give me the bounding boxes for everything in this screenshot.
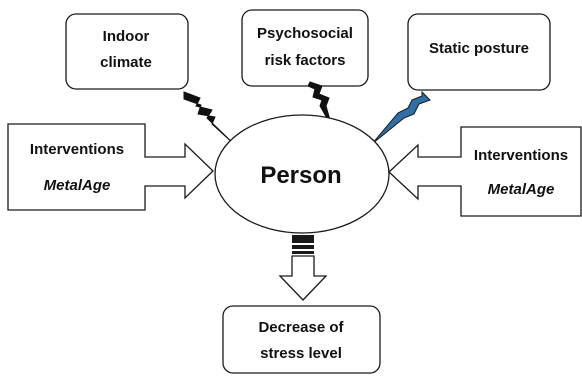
indoor-climate-line2: climate (100, 54, 152, 71)
decrease-stress-node: Decrease of stress level (222, 305, 381, 374)
person-node: Person (214, 114, 390, 234)
lightning-bolt-icon (183, 91, 237, 147)
interventions-left-title: Interventions (30, 141, 124, 158)
psychosocial-node: Psychosocial risk factors (241, 9, 369, 87)
decrease-stress-line2: stress level (260, 345, 342, 362)
interventions-right-name: MetalAge (488, 181, 555, 198)
psychosocial-line1: Psychosocial (257, 25, 353, 42)
decrease-stress-line1: Decrease of (258, 319, 344, 336)
static-posture-node: Static posture (407, 13, 551, 91)
static-posture-label: Static posture (429, 40, 529, 57)
interventions-left-name: MetalAge (44, 177, 111, 194)
interventions-right-title: Interventions (474, 147, 568, 164)
indoor-climate-line1: Indoor (103, 28, 150, 45)
interventions-left-node: Interventions MetalAge (7, 123, 214, 211)
lightning-bolt-icon (371, 90, 431, 145)
indoor-climate-node: Indoor climate (65, 13, 189, 90)
psychosocial-line2: risk factors (265, 52, 346, 69)
block-arrow-icon (278, 235, 328, 301)
interventions-right-node: Interventions MetalAge (388, 126, 582, 217)
person-label: Person (260, 162, 341, 189)
